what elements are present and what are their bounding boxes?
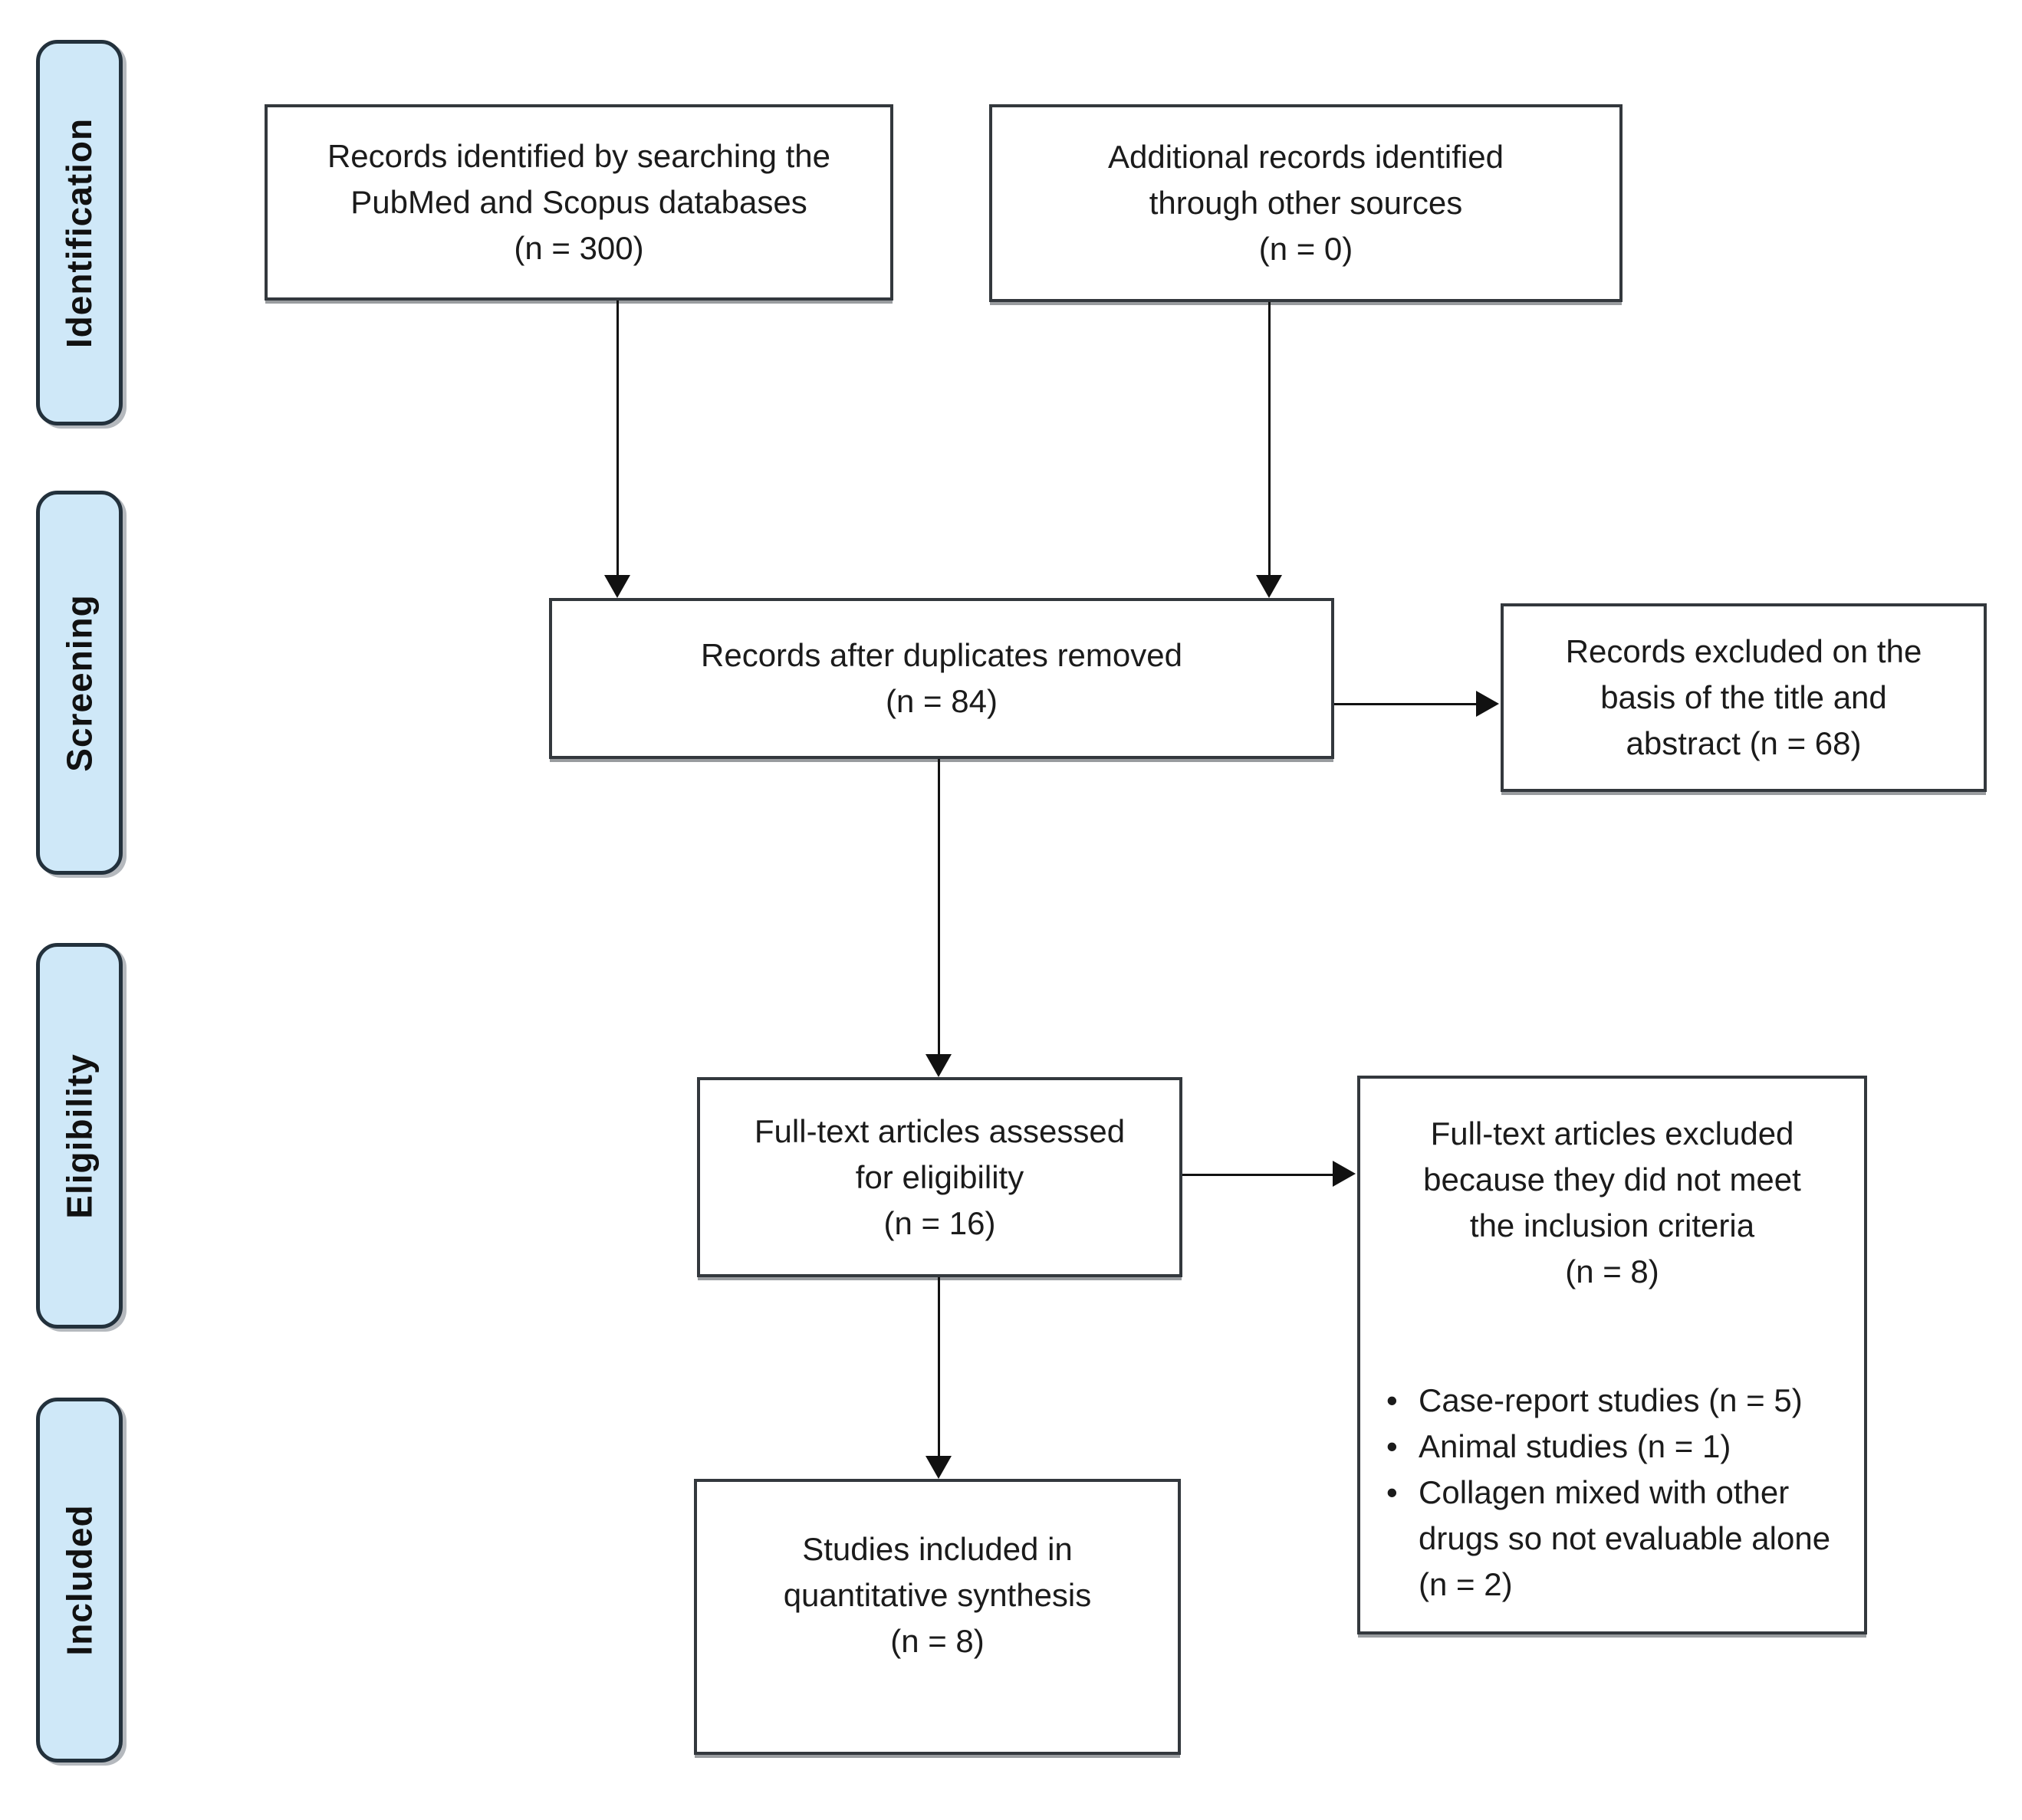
- box-fulltext-excluded: Full-text articles excluded because they…: [1357, 1076, 1867, 1634]
- box-additional-records: Additional records identified through ot…: [989, 104, 1623, 302]
- arrow-identified-to-duplicates: [616, 301, 619, 577]
- box-line: (n = 0): [1258, 231, 1353, 267]
- box-fulltext-assessed: Full-text articles assessed for eligibil…: [697, 1077, 1182, 1277]
- box-line: (n = 300): [514, 230, 644, 266]
- bullet-icon: •: [1386, 1428, 1398, 1464]
- arrowhead-right-icon: [1476, 691, 1499, 717]
- box-records-after-duplicates: Records after duplicates removed (n = 84…: [549, 598, 1334, 759]
- exclusion-reasons-list: • Case-report studies (n = 5) • Animal s…: [1360, 1378, 1864, 1608]
- bullet-icon: •: [1386, 1382, 1398, 1418]
- box-line: (n = 8): [890, 1623, 985, 1659]
- stage-label-screening: Screening: [36, 491, 123, 875]
- box-line: (n = 84): [886, 683, 998, 719]
- box-line: (n = 8): [1565, 1253, 1659, 1289]
- box-records-identified: Records identified by searching the PubM…: [265, 104, 893, 301]
- box-line: Records excluded on the: [1565, 633, 1922, 669]
- stage-label-eligibility: Eligibility: [36, 943, 123, 1329]
- list-item: • Case-report studies (n = 5): [1386, 1378, 1849, 1424]
- box-line: Additional records identified: [1108, 139, 1504, 175]
- box-line: basis of the title and: [1600, 679, 1887, 715]
- box-studies-included: Studies included in quantitative synthes…: [694, 1479, 1181, 1755]
- arrowhead-down-icon: [926, 1456, 952, 1479]
- box-line: because they did not meet: [1423, 1161, 1801, 1197]
- exclusion-reason: Case-report studies (n = 5): [1419, 1382, 1803, 1418]
- box-line: through other sources: [1149, 185, 1463, 221]
- stage-label-screening-text: Screening: [59, 593, 100, 772]
- arrowhead-down-icon: [926, 1054, 952, 1077]
- arrow-duplicates-to-assessed: [938, 759, 940, 1056]
- arrow-additional-to-duplicates: [1268, 302, 1271, 577]
- box-line: Studies included in: [802, 1531, 1073, 1567]
- list-item: • Animal studies (n = 1): [1386, 1424, 1849, 1470]
- exclusion-reason: Animal studies (n = 1): [1419, 1428, 1731, 1464]
- box-line: Full-text articles excluded: [1430, 1115, 1794, 1151]
- box-line: Records identified by searching the: [327, 138, 831, 174]
- arrowhead-down-icon: [604, 575, 630, 598]
- arrow-assessed-to-excluded: [1182, 1174, 1334, 1176]
- stage-label-identification: Identification: [36, 40, 123, 425]
- box-line: quantitative synthesis: [783, 1577, 1092, 1613]
- box-line: Full-text articles assessed: [754, 1112, 1126, 1149]
- stage-label-eligibility-text: Eligibility: [59, 1053, 100, 1219]
- bullet-icon: •: [1386, 1474, 1398, 1510]
- box-records-excluded: Records excluded on the basis of the tit…: [1501, 603, 1987, 792]
- list-item: • Collagen mixed with other drugs so not…: [1386, 1470, 1849, 1608]
- arrow-assessed-to-included: [938, 1277, 940, 1457]
- box-line: abstract (n = 68): [1626, 725, 1862, 761]
- stage-label-identification-text: Identification: [59, 117, 100, 348]
- arrowhead-down-icon: [1256, 575, 1282, 598]
- box-line: Records after duplicates removed: [701, 637, 1182, 673]
- box-line: the inclusion criteria: [1469, 1207, 1755, 1243]
- stage-label-included-text: Included: [59, 1504, 100, 1656]
- box-line: for eligibility: [855, 1158, 1024, 1195]
- arrow-duplicates-to-excluded: [1334, 703, 1478, 705]
- box-line: (n = 16): [883, 1204, 996, 1241]
- box-line: PubMed and Scopus databases: [350, 184, 807, 220]
- stage-label-included: Included: [36, 1398, 123, 1763]
- arrowhead-right-icon: [1333, 1161, 1356, 1187]
- exclusion-reason: Collagen mixed with other drugs so not e…: [1419, 1474, 1831, 1602]
